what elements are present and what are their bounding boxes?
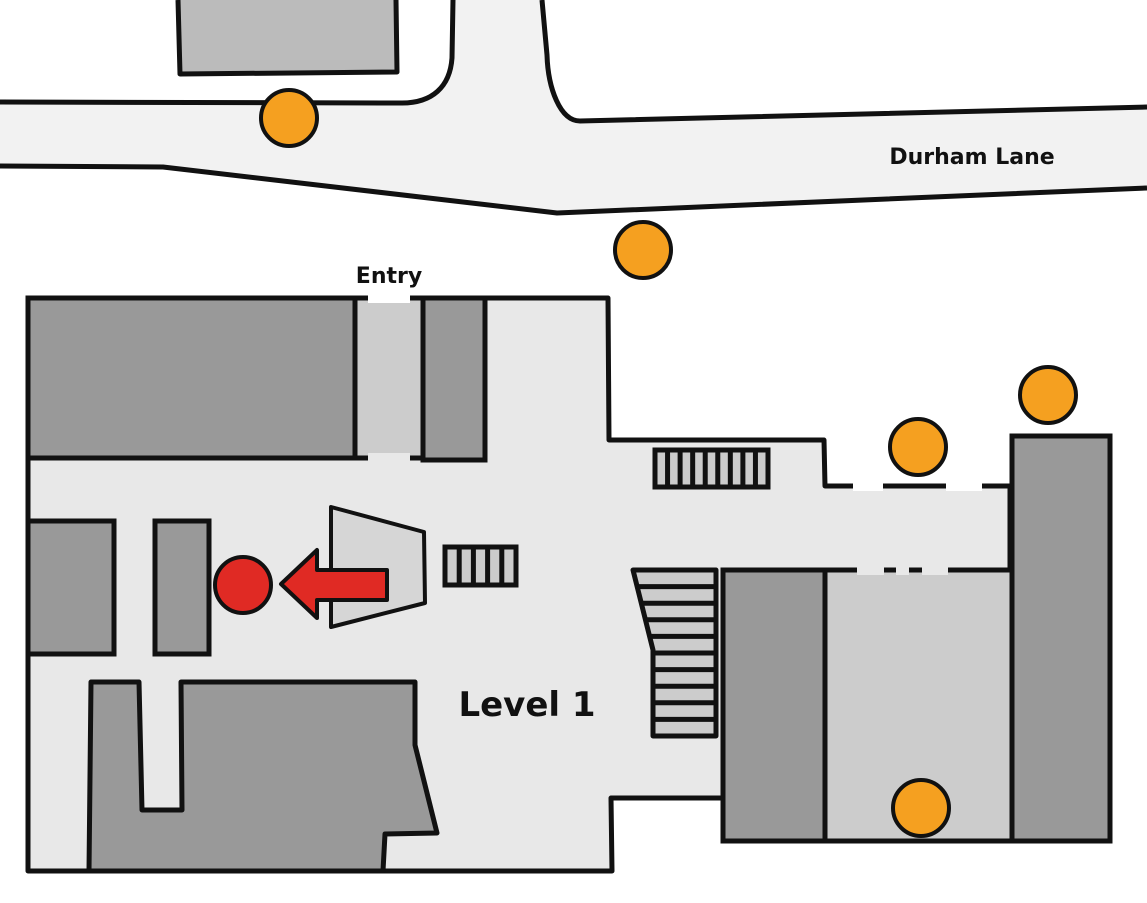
orange-dot-icon[interactable] bbox=[259, 88, 319, 148]
room-northwest bbox=[25, 295, 358, 461]
stairs-icon bbox=[652, 447, 771, 490]
room-west-a bbox=[25, 518, 117, 657]
doorways bbox=[368, 293, 982, 575]
entry-door-gap bbox=[368, 293, 410, 303]
arrow-left-icon bbox=[279, 548, 389, 620]
road-edge-north bbox=[0, 0, 456, 106]
red-dot-icon[interactable] bbox=[213, 555, 273, 615]
building-north bbox=[175, 0, 400, 77]
orange-dot-icon[interactable] bbox=[888, 417, 948, 477]
east-door-gap-b bbox=[946, 481, 982, 491]
road-edge-south bbox=[0, 163, 1147, 216]
room-east bbox=[1009, 433, 1113, 844]
orange-dot-icon[interactable] bbox=[613, 220, 673, 280]
southeast-door-gap-b bbox=[896, 565, 909, 575]
entry-corridor bbox=[352, 295, 426, 461]
road-edge-north-east bbox=[539, 0, 1147, 124]
orange-dot-icon[interactable] bbox=[891, 778, 951, 838]
markers bbox=[213, 88, 1078, 838]
orange-dot-icon[interactable] bbox=[1018, 365, 1078, 425]
street-name-label: Durham Lane bbox=[889, 145, 1054, 170]
entry-door-gap-inner bbox=[368, 453, 410, 463]
room-west-b bbox=[152, 518, 212, 657]
road-surface bbox=[0, 0, 1147, 213]
southeast-door-gap-a bbox=[857, 565, 884, 575]
floor-level-label: Level 1 bbox=[458, 685, 595, 725]
stairs-icon bbox=[630, 567, 719, 739]
room-southwest bbox=[86, 679, 440, 874]
room-southeast-a bbox=[720, 567, 828, 844]
street bbox=[0, 0, 1147, 216]
southeast-door-gap-c bbox=[922, 565, 948, 575]
stairs-icon bbox=[442, 544, 519, 588]
room-north bbox=[420, 295, 488, 463]
east-door-gap-a bbox=[853, 481, 883, 491]
entry-label: Entry bbox=[356, 264, 422, 289]
